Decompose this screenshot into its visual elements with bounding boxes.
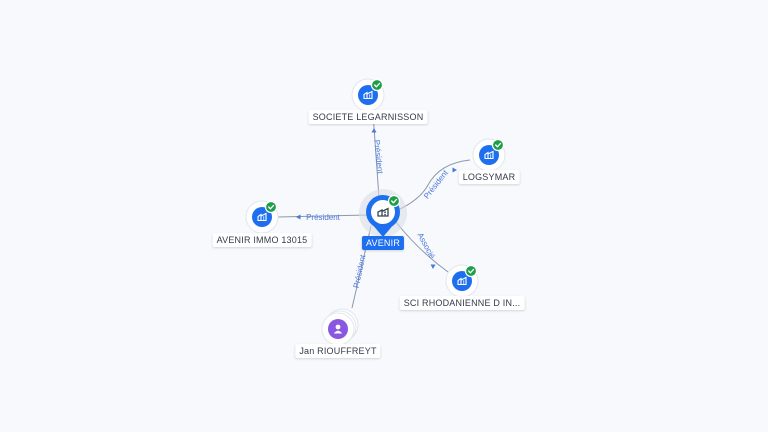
node-avenir-immo[interactable] [245,200,279,234]
node-label-logsymar[interactable]: LOGSYMAR [458,170,520,184]
node-label-jan[interactable]: Jan RIOUFFREYT [295,344,381,358]
node-label-avenir-immo[interactable]: AVENIR IMMO 13015 [212,233,312,247]
verified-check-icon [370,78,384,92]
building-icon [484,150,494,160]
edge-label: Associé [416,231,437,260]
verified-check-icon [464,264,478,278]
edge-line [395,159,471,212]
node-logsymar[interactable] [472,138,506,172]
person-icon [333,324,343,334]
building-icon [457,276,467,286]
verified-check-icon [491,138,505,152]
edge-line [277,214,369,218]
edge-avenir-immo[interactable]: Président [277,213,369,222]
building-icon [363,90,373,100]
verified-check-icon [264,200,278,214]
edge-label: Président [422,168,450,201]
edge-arrow-icon [430,264,436,269]
edge-arrow-icon [452,167,457,173]
node-jan[interactable] [321,308,359,346]
node-label-sci-rhodanienne[interactable]: SCI RHODANIENNE D IN... [399,296,525,310]
node-avenir-center[interactable] [359,189,407,237]
edge-label: Président [352,253,368,289]
building-icon [377,207,389,217]
building-icon [257,212,267,222]
edge-arrow-icon [296,214,301,220]
verified-check-icon [387,194,401,208]
node-sci-rhodanienne[interactable] [445,264,479,298]
node-legarnisson[interactable] [351,78,385,112]
edge-label: Président [306,213,341,222]
node-label-avenir-center[interactable]: AVENIR [361,236,405,250]
node-label-legarnisson[interactable]: SOCIETE LEGARNISSON [308,110,428,124]
edge-arrow-icon [371,128,377,133]
edge-legarnisson[interactable]: Président [371,112,385,199]
edge-line [372,112,380,199]
edge-logsymar[interactable]: Président [395,159,471,212]
edge-label: Président [372,139,385,174]
